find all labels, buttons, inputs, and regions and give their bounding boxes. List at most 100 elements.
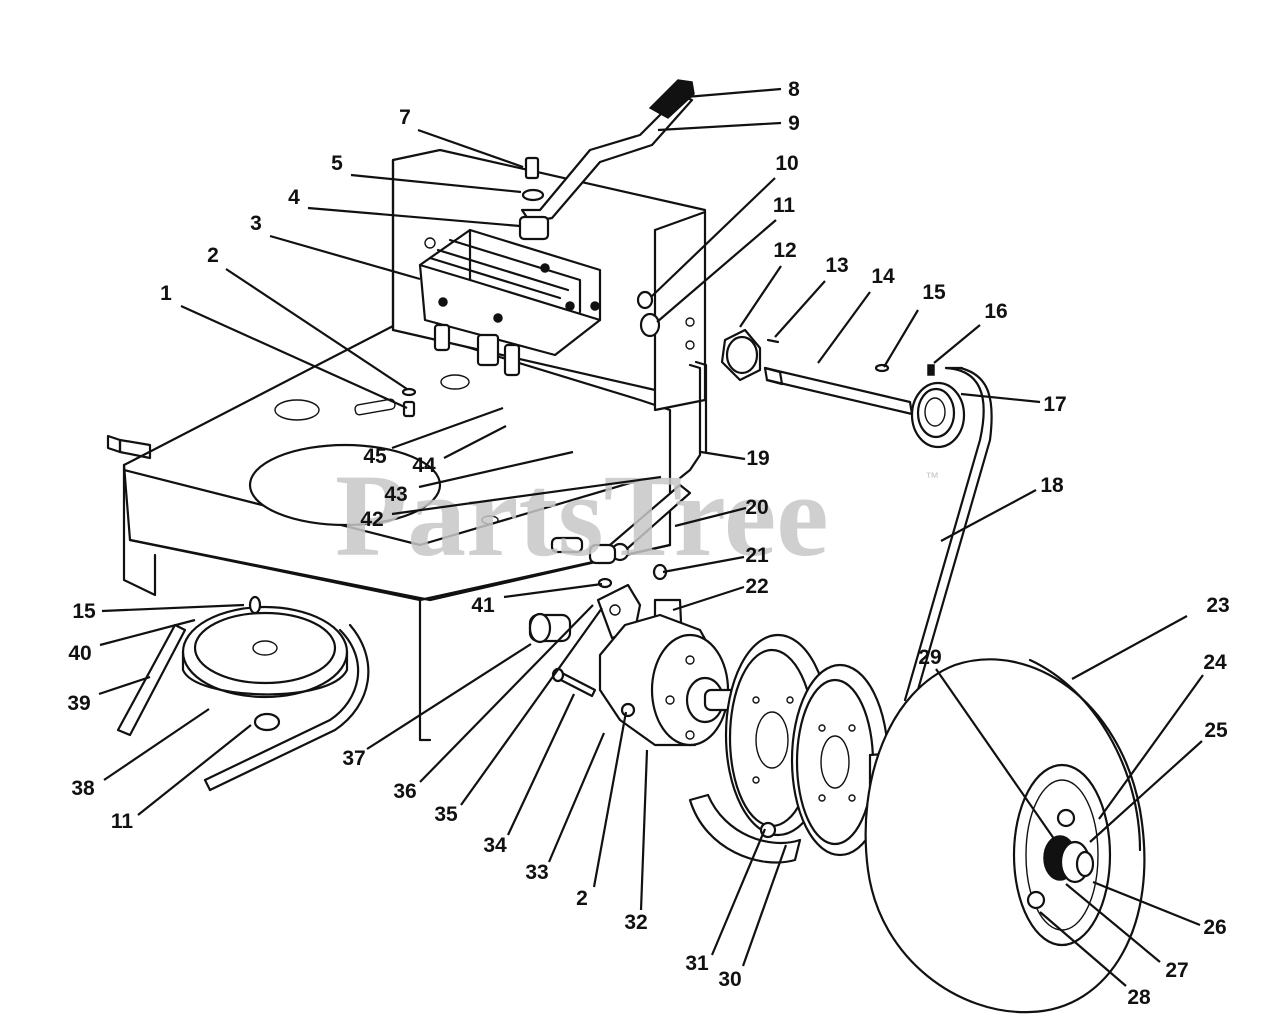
callout-5: 5 [331,152,343,175]
leader-line-2 [225,268,408,390]
leader-line-10 [650,177,776,298]
leader-line-37 [366,643,532,750]
callout-38: 38 [71,777,95,800]
watermark: PartsTree [335,450,829,581]
callout-9: 9 [788,112,800,135]
shift-lever [518,79,695,241]
callout-19: 19 [746,447,769,470]
leader-line-34 [507,693,575,836]
callout-24: 24 [1203,651,1227,674]
leader-line-44 [443,425,507,459]
wheel [864,658,1146,1014]
leader-line-15 [883,309,919,368]
callout-36: 36 [393,780,416,803]
callout-3: 3 [250,212,262,235]
leader-line-1 [180,304,408,410]
leader-line-25 [1089,740,1203,843]
callout-12: 12 [773,239,796,262]
spindle [528,612,572,644]
callout-25: 25 [1204,719,1228,742]
leader-line-36 [419,604,594,783]
callout-13: 13 [825,254,848,277]
pulley-17 [910,364,966,449]
link-rods [550,360,708,589]
callout-26: 26 [1203,916,1226,939]
leader-line-41 [503,582,603,599]
leader-line-23 [1071,615,1188,680]
callout-16: 16 [984,300,1007,323]
callout-11: 11 [773,194,796,217]
drive-shaft [720,328,914,416]
callout-29: 29 [918,646,941,669]
callout-1: 1 [160,282,172,305]
leader-line-8 [685,87,782,99]
gearbox [418,228,602,377]
leader-line-11 [656,219,777,323]
leader-line-20 [674,506,747,528]
leader-line-24 [1098,674,1204,820]
leader-line-13 [774,280,826,338]
clutch-housing [598,613,742,747]
callout-7: 7 [399,106,411,129]
leader-line-3 [269,234,421,281]
leader-line-12 [739,265,782,328]
callout-10: 10 [775,152,798,175]
callout-28: 28 [1127,986,1151,1009]
leader-line-21 [662,555,745,574]
callout-27: 27 [1165,959,1188,982]
leader-line-16 [933,324,981,364]
bolt-34 [551,667,597,698]
callout-44: 44 [412,454,436,477]
leader-line-42 [391,475,662,516]
leader-line-7 [417,128,524,169]
callout-4: 4 [288,186,300,209]
leader-line-43 [418,450,574,489]
small-hardware [401,290,661,418]
leader-line-4 [307,206,521,228]
callout-45: 45 [363,445,387,468]
leader-line-38 [103,708,210,781]
leader-line-9 [657,121,782,132]
leader-line-2 [592,711,628,888]
leader-line-14 [817,291,871,364]
leader-lines [98,87,1204,987]
callout-34: 34 [483,834,507,857]
leader-line-26 [1092,880,1201,927]
leader-line-32 [639,749,649,911]
callout-20: 20 [745,496,768,519]
pulley-40 [181,595,349,732]
leader-line-15 [101,603,245,613]
drive-belt [903,366,993,702]
leader-line-40 [99,618,196,647]
callout-40: 40 [68,642,91,665]
leader-line-33 [547,732,606,863]
callout-31: 31 [685,952,709,975]
callout-14: 14 [871,265,895,288]
callout-33: 33 [525,861,548,884]
callout-39: 39 [67,692,90,715]
callout-43: 43 [384,483,407,506]
leader-line-17 [960,392,1041,404]
callout-8: 8 [788,78,800,101]
callout-2: 2 [207,244,219,267]
leader-line-30 [741,844,788,967]
callout-11: 11 [111,810,134,833]
callout-15: 15 [72,600,96,623]
watermark-trademark: ™ [925,469,939,485]
callout-21: 21 [745,544,769,567]
leader-line-22 [672,585,745,612]
callout-15: 15 [922,281,946,304]
leader-line-19 [700,450,746,461]
leader-line-18 [940,489,1037,542]
left-belt [116,623,370,792]
leader-line-11 [137,724,252,816]
leader-line-27 [1065,883,1161,963]
leader-line-5 [350,173,522,194]
callout-17: 17 [1043,393,1066,416]
callout-2: 2 [576,887,588,910]
callout-22: 22 [745,575,768,598]
callout-37: 37 [342,747,365,770]
callout-42: 42 [360,508,383,531]
